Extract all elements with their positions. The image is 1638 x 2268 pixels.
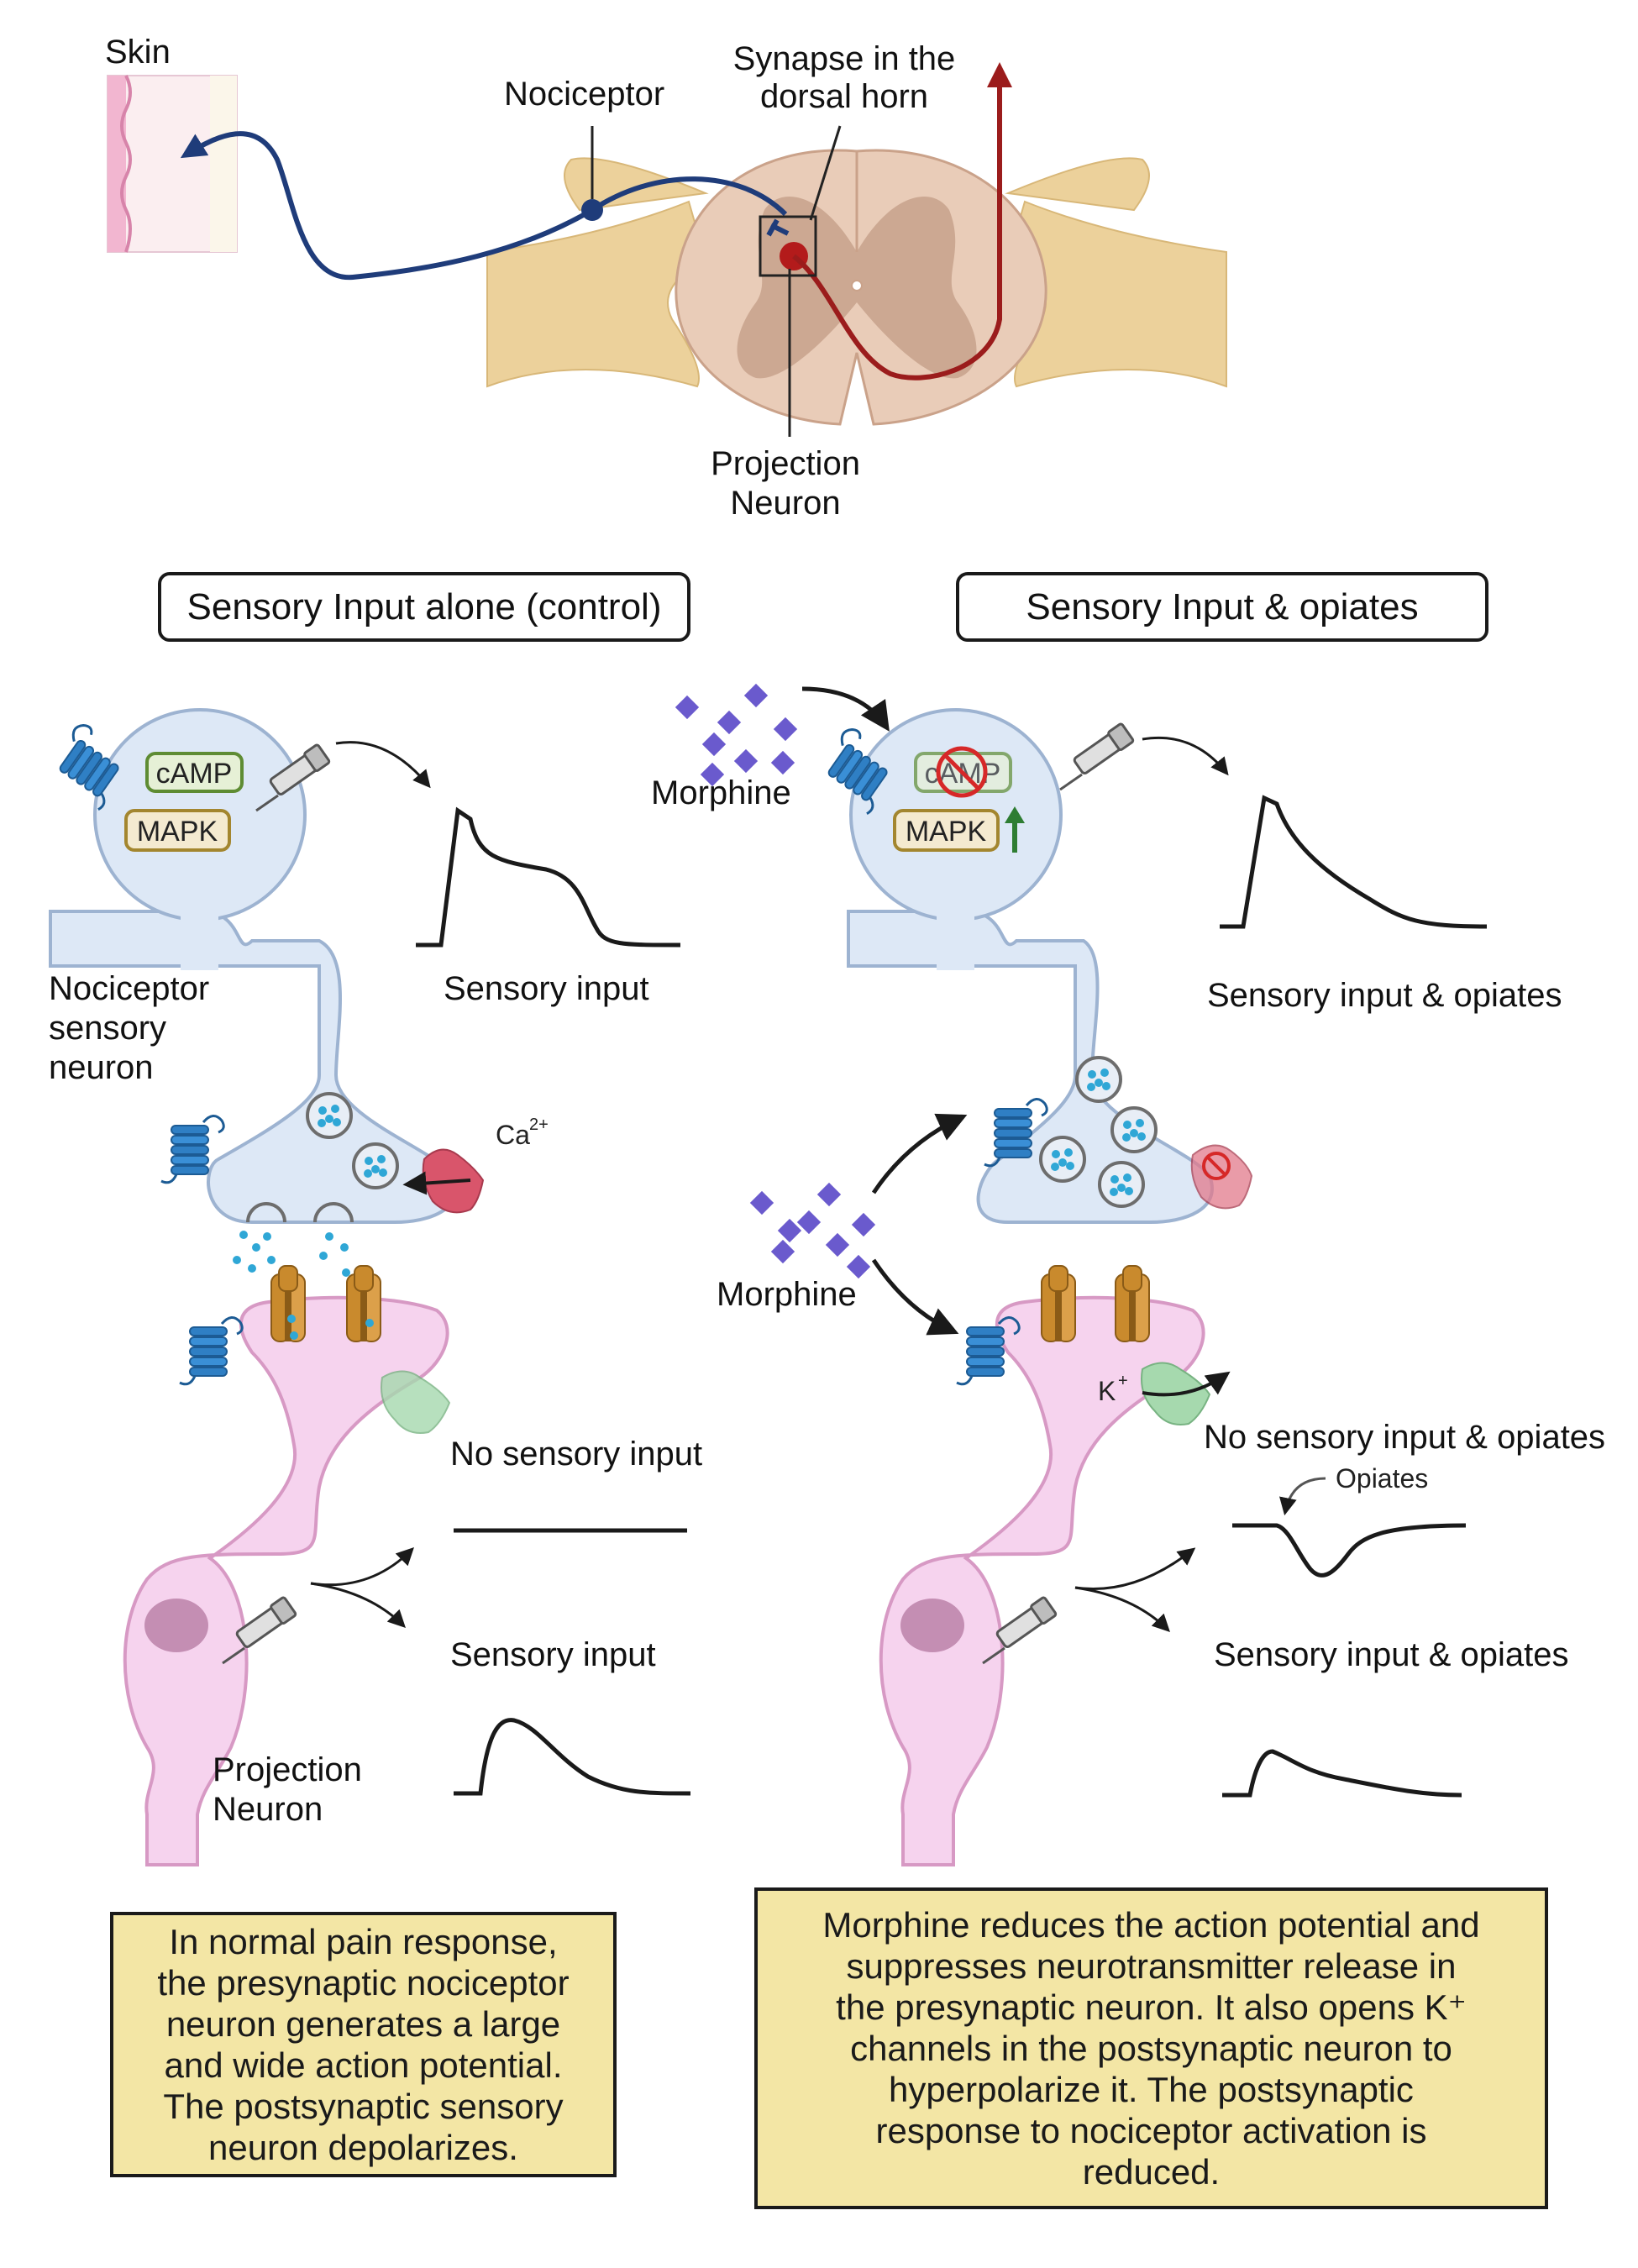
vesicle (1075, 1056, 1122, 1103)
nociceptor-label: Nociceptor (504, 76, 664, 113)
vesicle (1039, 1136, 1086, 1183)
left-projection-label-2: Neuron (213, 1791, 323, 1828)
left-panel-title: Sensory Input alone (control) (158, 572, 690, 642)
projection-neuron-axon (792, 62, 1012, 381)
nociceptor-cell-body (581, 199, 603, 221)
potassium-channel-left (381, 1370, 451, 1434)
right-sensory-input-label: Sensory input & opiates (1214, 1636, 1568, 1673)
vesicle (306, 1092, 353, 1139)
nociceptor-axon (180, 131, 788, 281)
trace-right-postsynaptic (1222, 1749, 1462, 1798)
potassium-superscript: + (1118, 1372, 1128, 1390)
left-summary-note: In normal pain response, the presynaptic… (110, 1912, 617, 2177)
ampa-receptor (1041, 1265, 1076, 1342)
spinal-cord-overview: Skin Nociceptor Synapse in the dorsal ho… (105, 34, 1227, 522)
up-arrow-icon (1005, 806, 1025, 853)
nerve-root-left (486, 200, 707, 388)
projection-label-line2: Neuron (730, 485, 840, 522)
morphine-label-top: Morphine (651, 774, 791, 811)
svg-text:Sensory Input alone (control): Sensory Input alone (control) (187, 586, 662, 627)
camp-box-left: cAMP (145, 752, 244, 793)
ampa-receptor (270, 1265, 306, 1342)
svg-text:cAMP: cAMP (156, 758, 233, 790)
svg-text:MAPK: MAPK (906, 816, 987, 848)
morphine-label-mid: Morphine (717, 1276, 857, 1313)
projection-label-line1: Projection (711, 445, 860, 482)
no-symbol-icon (936, 746, 988, 798)
syringe-electrode-icon (1058, 722, 1136, 791)
opiates-label: Opiates (1336, 1463, 1428, 1494)
potassium-label: K (1098, 1376, 1116, 1406)
dorsal-horn-highlight-box (759, 215, 817, 277)
vesicle (1110, 1106, 1158, 1153)
trace-left-postsynaptic (454, 1718, 691, 1796)
synapse-label-line2: dorsal horn (760, 78, 928, 115)
left-no-input-label: No sensory input (450, 1436, 702, 1473)
svg-text:MAPK: MAPK (137, 816, 218, 848)
svg-text:Sensory Input & opiates: Sensory Input & opiates (1026, 586, 1418, 627)
morphine-molecules-top (675, 683, 798, 787)
morphine-molecules-mid (749, 1182, 876, 1279)
mapk-box-left: MAPK (124, 809, 231, 852)
right-trace-presyn-label: Sensory input & opiates (1207, 977, 1562, 1014)
right-no-input-label: No sensory input & opiates (1204, 1419, 1605, 1456)
left-presynaptic-neuron (49, 708, 458, 1224)
left-sensory-input-label: Sensory input (450, 1636, 656, 1673)
right-summary-text: Morphine reduces the action potential an… (822, 1905, 1480, 2192)
skin-label: Skin (105, 34, 171, 71)
left-summary-text: In normal pain response, the presynaptic… (157, 1922, 570, 2167)
right-panel-title: Sensory Input & opiates (956, 572, 1488, 642)
mapk-box-right: MAPK (893, 809, 1000, 852)
right-summary-note: Morphine reduces the action potential an… (754, 1887, 1548, 2209)
synapse-label-line1: Synapse in the (733, 40, 956, 77)
calcium-channel-right (1190, 1144, 1253, 1210)
trace-left-presynaptic (416, 806, 681, 948)
calcium-label: Ca (496, 1120, 530, 1150)
left-trace-presyn-label: Sensory input (444, 970, 649, 1007)
trace-right-presynaptic (1220, 795, 1488, 929)
left-nociceptor-label-3: neuron (49, 1049, 154, 1086)
vesicle (1098, 1161, 1145, 1208)
left-projection-label-1: Projection (213, 1751, 362, 1788)
mu-opioid-receptor-left-post (178, 1315, 244, 1386)
calcium-superscript: 2+ (529, 1116, 549, 1134)
ampa-receptor (1115, 1265, 1150, 1342)
trace-right-no-input (1232, 1523, 1467, 1578)
ampa-receptor (346, 1265, 381, 1342)
vesicle (352, 1142, 399, 1189)
left-nociceptor-label-1: Nociceptor (49, 970, 209, 1007)
left-nociceptor-label-2: sensory (49, 1010, 166, 1047)
skin-icon (107, 75, 238, 253)
